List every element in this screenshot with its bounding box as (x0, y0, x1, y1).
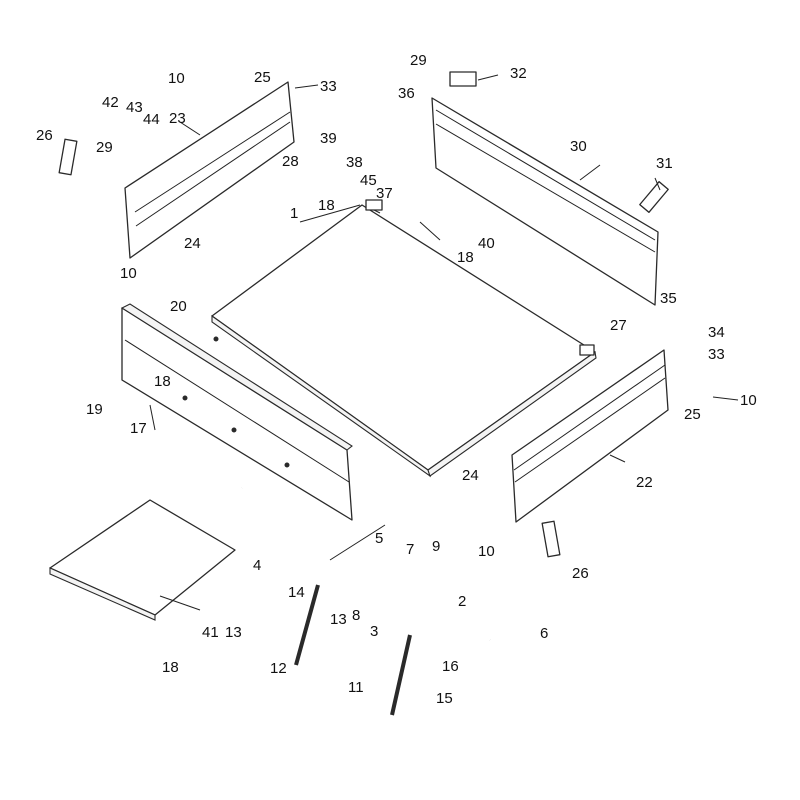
leader-lines (149, 74, 739, 611)
callout-34: 34 (708, 324, 725, 341)
callout-1: 1 (290, 205, 298, 222)
callout-18c: 18 (154, 373, 171, 390)
callout-41: 41 (202, 624, 219, 641)
callout-13a: 13 (225, 624, 242, 641)
callout-28: 28 (282, 153, 299, 170)
callout-25b: 25 (684, 406, 701, 423)
callout-45: 45 (360, 172, 377, 189)
callout-26b: 26 (572, 565, 589, 582)
callout-25a: 25 (254, 69, 271, 86)
callout-18b: 18 (457, 249, 474, 266)
callout-43: 43 (126, 99, 143, 116)
callout-4: 4 (253, 557, 261, 574)
callout-15: 15 (436, 690, 453, 707)
callout-32: 32 (510, 65, 527, 82)
handle-icons (58, 71, 669, 558)
callout-20: 20 (170, 298, 187, 315)
callout-26a: 26 (36, 127, 53, 144)
support-bar (241, 480, 491, 642)
callout-18a: 18 (318, 197, 335, 214)
callout-16: 16 (442, 658, 459, 675)
rear-headboard-panel (431, 97, 659, 306)
floor-mat (49, 499, 236, 621)
callout-42: 42 (102, 94, 119, 111)
callout-44: 44 (143, 111, 160, 128)
callout-38: 38 (346, 154, 363, 171)
callout-3: 3 (370, 623, 378, 640)
callout-13b: 13 (330, 611, 347, 628)
callout-33a: 33 (320, 78, 337, 95)
left-side-panel (120, 303, 353, 521)
callout-14: 14 (288, 584, 305, 601)
callout-18d: 18 (162, 659, 179, 676)
callout-29b: 29 (410, 52, 427, 69)
callout-17: 17 (130, 420, 147, 437)
callout-33b: 33 (708, 346, 725, 363)
callout-6: 6 (540, 625, 548, 642)
callout-37: 37 (376, 185, 393, 202)
callout-40: 40 (478, 235, 495, 252)
callout-31: 31 (656, 155, 673, 172)
callout-39: 39 (320, 130, 337, 147)
callout-24b: 24 (462, 467, 479, 484)
callout-24a: 24 (184, 235, 201, 252)
callout-35: 35 (660, 290, 677, 307)
callout-30: 30 (570, 138, 587, 155)
callout-29a: 29 (96, 139, 113, 156)
callout-labels: 1 2 3 4 5 6 7 8 9 10 10 10 10 11 12 13 1… (36, 52, 757, 707)
callout-36: 36 (398, 85, 415, 102)
callout-22: 22 (636, 474, 653, 491)
callout-10b: 10 (120, 265, 137, 282)
callout-10d: 10 (478, 543, 495, 560)
bed-floor (211, 199, 597, 478)
callout-10c: 10 (740, 392, 757, 409)
callout-19: 19 (86, 401, 103, 418)
callout-2: 2 (458, 593, 466, 610)
callout-7: 7 (406, 541, 414, 558)
gas-struts (294, 584, 412, 716)
callout-11: 11 (348, 679, 364, 696)
left-headboard-panel (124, 81, 295, 259)
callout-12: 12 (270, 660, 287, 677)
callout-23: 23 (169, 110, 186, 127)
callout-10a: 10 (168, 70, 185, 87)
callout-9: 9 (432, 538, 440, 555)
callout-5: 5 (375, 530, 383, 547)
callout-8: 8 (352, 607, 360, 624)
callout-27: 27 (610, 317, 627, 334)
right-side-panel (511, 349, 669, 523)
